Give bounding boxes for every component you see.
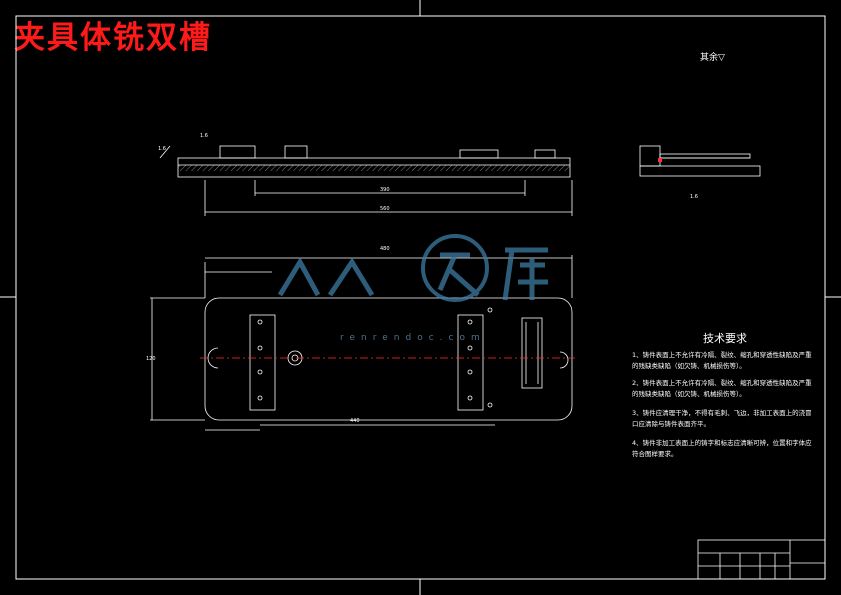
tech-requirement-1: 1、铸件表面上不允许有冷隔、裂纹、缩孔和穿透性缺陷及严重的残缺类缺陷（如欠铸、机… <box>632 351 812 370</box>
tech-requirement-2: 2、铸件表面上不允许有冷隔、裂纹、缩孔和穿透性缺陷及严重的残缺类缺陷（如欠铸、机… <box>632 379 812 398</box>
tech-requirement-4: 4、铸件非加工表面上的铸字和标志应清晰可辨，位置和字体应符合图样要求。 <box>632 439 812 458</box>
svg-text:480: 480 <box>380 246 390 252</box>
top-view: 480 440 120 <box>146 246 573 431</box>
watermark-url: renrendoc.com <box>340 333 486 343</box>
roughness-note: 其余▽ <box>700 53 725 63</box>
side-view: 1.6 <box>639 145 761 200</box>
svg-text:120: 120 <box>146 356 156 362</box>
drawing-title: 夹具体铣双槽 <box>14 20 212 56</box>
svg-text:1.6: 1.6 <box>158 146 166 152</box>
svg-text:560: 560 <box>380 206 390 212</box>
svg-text:440: 440 <box>350 418 360 424</box>
tech-requirements-heading: 技术要求 <box>703 332 747 345</box>
title-block <box>697 539 826 580</box>
inner-border <box>15 15 826 580</box>
tech-requirement-3: 3、铸件应清理干净，不得有毛刺、飞边，非加工表面上的浇冒口应清除与铸件表面齐平。 <box>632 409 812 428</box>
watermark-logo <box>277 234 548 302</box>
svg-text:1.6: 1.6 <box>200 133 208 139</box>
svg-text:1.6: 1.6 <box>690 194 698 200</box>
svg-text:390: 390 <box>380 187 390 193</box>
front-view: 390 560 1.6 1.6 <box>158 133 573 216</box>
